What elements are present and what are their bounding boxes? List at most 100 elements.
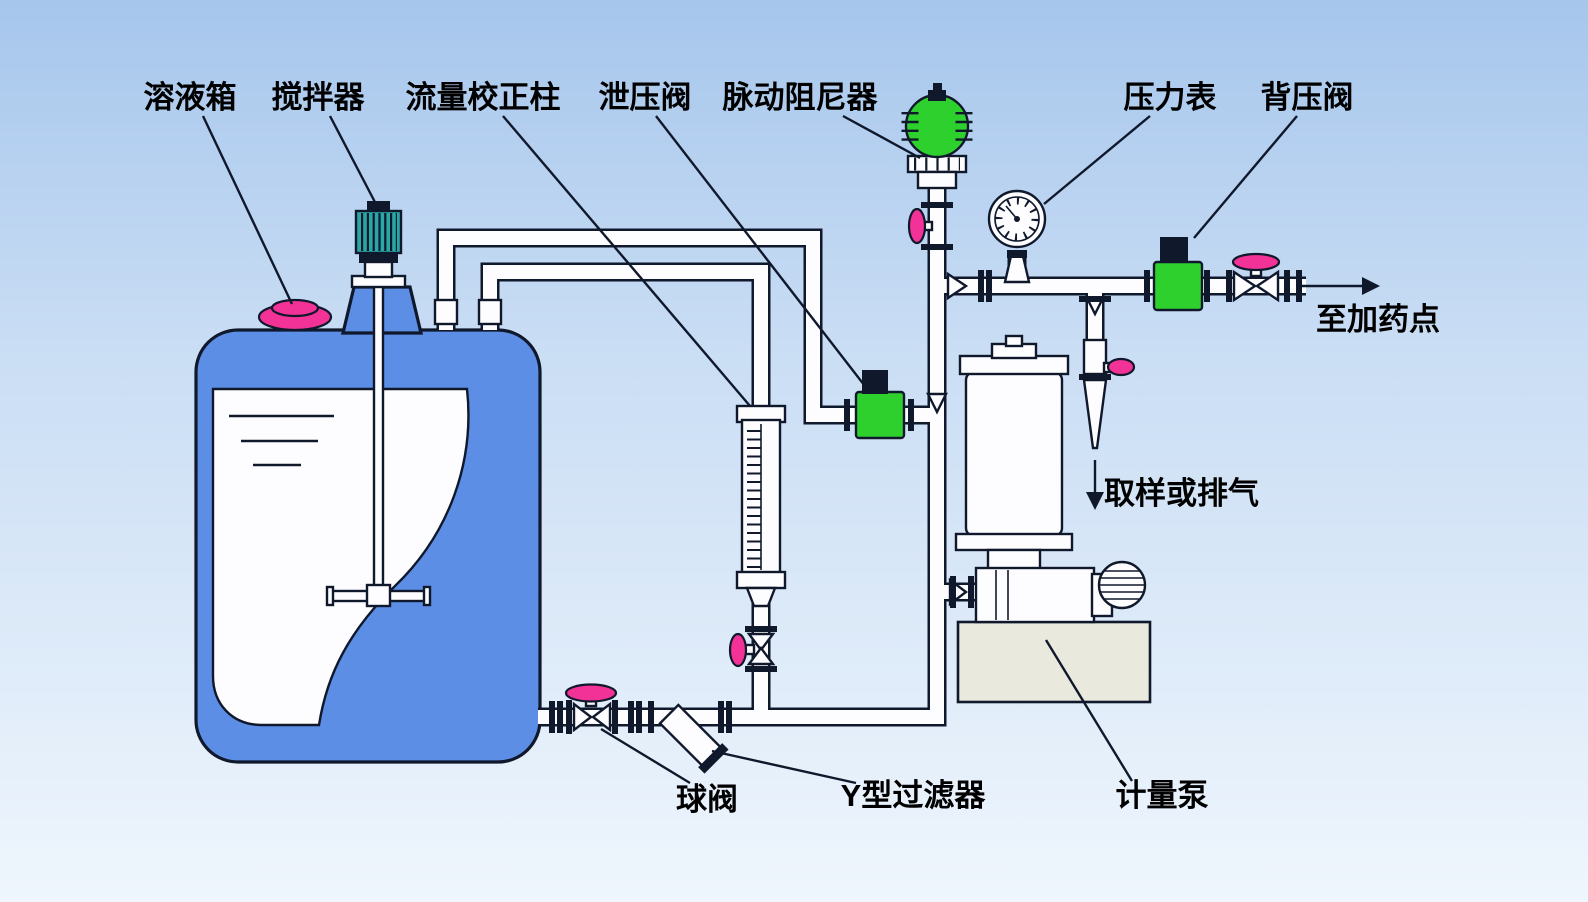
pump-motor-body — [964, 370, 1064, 538]
leader-relief-valve — [655, 115, 869, 391]
reducer-cone — [926, 392, 948, 415]
flange — [549, 701, 555, 733]
valve-body — [1254, 269, 1280, 303]
valve-handle — [1231, 252, 1281, 272]
relief-valve — [844, 370, 914, 440]
valve-handle — [728, 632, 748, 668]
outlet-valve — [1226, 252, 1290, 303]
flange — [566, 700, 572, 734]
label-ball-valve: 球阀 — [676, 782, 738, 817]
flange — [1144, 270, 1150, 302]
label-solution-tank: 溶液箱 — [144, 80, 237, 115]
column-isolation-valve — [728, 626, 777, 672]
pulsation-dampener — [901, 83, 973, 190]
flange — [628, 701, 634, 733]
motor-top-cap — [367, 201, 390, 212]
flange — [612, 700, 618, 734]
motor-base-band — [359, 252, 398, 263]
leader-flow-column — [502, 115, 751, 407]
vent-arrow-head — [1086, 492, 1104, 510]
flange — [1226, 270, 1232, 302]
leader-pressure-gauge — [1043, 115, 1151, 205]
pump-motor-nub — [1004, 334, 1024, 348]
tank-fill-cap-top — [270, 298, 320, 318]
y-strainer — [648, 701, 729, 774]
motor-coupling — [363, 260, 394, 279]
label-flow-calibration-column: 流量校正柱 — [406, 80, 561, 115]
flange — [844, 399, 850, 431]
valve-body — [572, 701, 593, 733]
relief-valve-body — [854, 390, 906, 440]
vent-nozzle — [1082, 378, 1108, 450]
label-agitator: 搅拌器 — [272, 80, 366, 115]
gauge-tick-marks — [995, 197, 1039, 241]
dosing-point-arrow — [1300, 277, 1380, 295]
pipe-flanges — [549, 270, 1302, 733]
impeller-hub — [365, 583, 392, 608]
solution-tank — [194, 285, 542, 764]
impeller-end-left — [325, 585, 335, 607]
flange — [908, 399, 914, 431]
liquid-level-marks — [229, 414, 334, 467]
dampener-top-cap — [928, 90, 946, 101]
flange — [718, 701, 724, 733]
leader-lines — [201, 114, 1298, 785]
label-back-pressure-valve: 背压阀 — [1261, 80, 1354, 115]
valve-body — [746, 646, 776, 666]
gauge-hub — [1014, 216, 1020, 222]
flange — [557, 701, 563, 733]
dampener-sphere — [904, 93, 970, 159]
back-pressure-valve — [1144, 237, 1210, 312]
column-bottom-collar — [735, 570, 787, 590]
gauge-fitting — [1007, 250, 1027, 258]
label-pressure-gauge: 压力表 — [1124, 80, 1217, 115]
valve-body — [746, 632, 776, 652]
flange — [1079, 296, 1111, 302]
flange — [1204, 270, 1210, 302]
label-relief-valve: 泄压阀 — [599, 80, 692, 115]
reducer-cone — [946, 271, 969, 301]
gauge-dial-ring — [994, 196, 1040, 242]
label-to-dosing-point: 至加药点 — [1316, 302, 1440, 337]
metering-pump — [950, 334, 1152, 704]
label-pulsation-dampener: 脉动阻尼器 — [723, 80, 879, 115]
flange — [978, 270, 984, 302]
tank-nozzle-collar-left — [433, 298, 459, 326]
leader-ball-valve — [600, 727, 691, 785]
arrow-head — [1362, 277, 1380, 295]
leader-back-pressure-valve — [1193, 115, 1298, 239]
valve-handle — [1106, 357, 1136, 377]
ball-valve — [564, 683, 618, 734]
agitator-shaft — [372, 274, 385, 596]
back-pressure-valve-cap — [1160, 237, 1188, 263]
leader-metering-pump — [1044, 639, 1134, 782]
sample-vent-branch — [1079, 296, 1136, 510]
dampener-isolation-valve — [907, 202, 953, 250]
impeller-end-right — [422, 585, 432, 607]
knob-knurling — [1099, 570, 1145, 600]
pressure-gauge — [987, 189, 1047, 284]
flange — [636, 701, 642, 733]
dampener-neck — [916, 170, 958, 190]
flange — [968, 576, 974, 608]
leader-solution-tank — [201, 115, 294, 305]
column-outlet-funnel — [745, 586, 777, 608]
flange — [745, 666, 777, 672]
flange — [648, 701, 654, 733]
valve-handle — [564, 683, 618, 703]
flange — [921, 244, 953, 250]
label-y-strainer: Y型过滤器 — [841, 778, 987, 813]
dampener-top-nub — [933, 83, 942, 91]
flange — [726, 701, 732, 733]
agitator — [325, 201, 432, 608]
relief-valve-cap — [862, 370, 888, 394]
strainer-cap — [698, 743, 729, 774]
flange — [986, 270, 992, 302]
flange — [1079, 374, 1111, 380]
flow-calibration-column — [735, 404, 787, 608]
flange — [921, 202, 953, 208]
pump-motor-bottom-flange — [954, 532, 1074, 552]
labels: 溶液箱 搅拌器 流量校正柱 泄压阀 脉动阻尼器 压力表 背压阀 至加药点 取样或… — [144, 80, 1441, 817]
pump-base — [956, 620, 1152, 704]
